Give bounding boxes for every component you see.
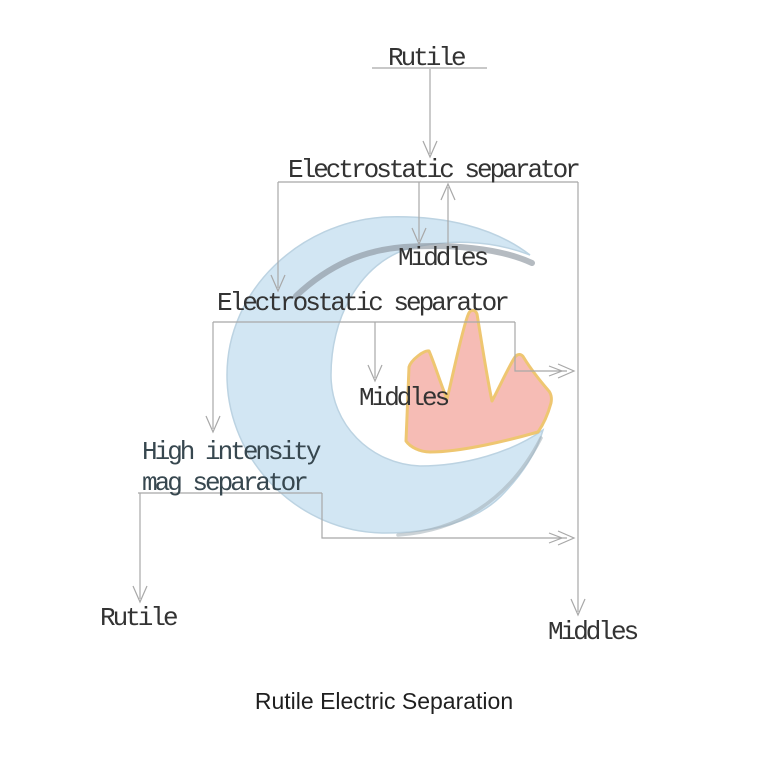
middles2-label: Middles [359, 383, 450, 413]
edge-separator2-mag-separator [205, 322, 221, 434]
crescent-icon [226, 216, 545, 537]
edge-separator1-middles-product [570, 182, 586, 617]
edge-separator2-middles2 [367, 322, 383, 383]
edge-mag-separator-rutile-product [132, 493, 148, 604]
edge-mag-separator-middles-product [321, 493, 576, 546]
middles1-label: Middles [398, 243, 489, 273]
edge-separator1-separator2 [270, 182, 286, 293]
crown-icon [404, 308, 553, 454]
mag-separator-label: High intensity mag separator [142, 437, 321, 499]
rutile-product-label: Rutile [100, 603, 179, 633]
separator1-label: Electrostatic separator [288, 155, 581, 185]
middles-product-label: Middles [548, 617, 639, 647]
feed-label: Rutile [388, 43, 467, 73]
edge-separator1-middles1 [411, 182, 427, 246]
edge-feed-separator1 [372, 67, 487, 159]
edge-middles1-separator1 [440, 182, 456, 248]
edge-separator2-middles-product [514, 322, 576, 379]
separator2-label: Electrostatic separator [217, 288, 510, 318]
diagram-title: Rutile Electric Separation [254, 688, 514, 714]
